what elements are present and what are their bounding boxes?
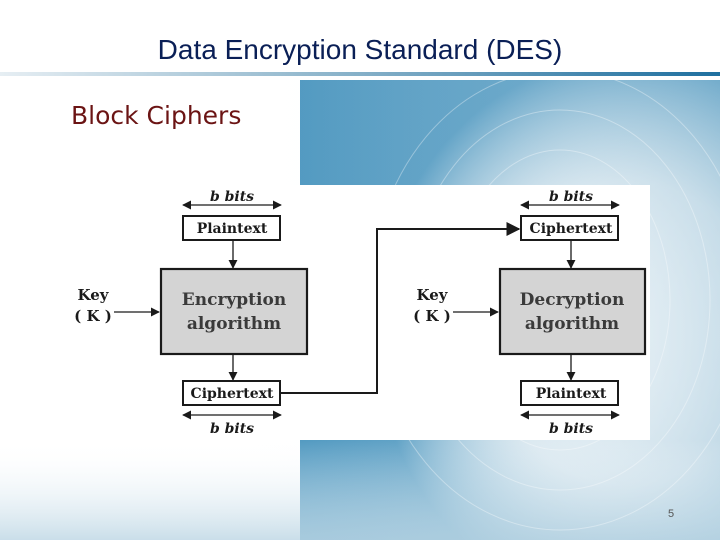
key-symbol-label: ( K ) — [413, 307, 451, 325]
title-underline — [0, 72, 720, 76]
decryption-algorithm-label-2: algorithm — [525, 314, 619, 334]
plaintext-output-box — [520, 380, 619, 406]
ciphertext-input-label: Ciphertext — [530, 221, 613, 237]
encryption-block: b bits Plaintext Encryption algorithm Ke… — [74, 189, 309, 437]
plaintext-output-label: Plaintext — [536, 386, 607, 402]
encryption-algorithm-label-2: algorithm — [187, 314, 281, 334]
encryption-algorithm-label-1: Encryption — [182, 290, 286, 310]
plaintext-input-box — [182, 215, 281, 241]
slide-title: Data Encryption Standard (DES) — [157, 34, 563, 65]
ciphertext-output-box — [182, 380, 281, 406]
decryption-block: b bits Ciphertext Decryption algorithm K… — [413, 189, 647, 437]
key-label: Key — [78, 286, 110, 304]
ciphertext-output-label: Ciphertext — [191, 386, 274, 402]
top-width-label: b bits — [210, 189, 254, 205]
key-symbol-label: ( K ) — [74, 307, 112, 325]
ciphertext-connector — [281, 222, 521, 394]
decryption-algorithm-label-1: Decryption — [520, 290, 625, 310]
key-label: Key — [417, 286, 449, 304]
top-width-label: b bits — [549, 189, 593, 205]
encryption-algorithm-box — [159, 267, 309, 356]
ciphertext-input-box — [520, 215, 619, 241]
slide-subtitle: Block Ciphers — [71, 101, 242, 130]
decryption-algorithm-box — [498, 267, 647, 356]
bottom-width-label: b bits — [210, 421, 254, 437]
bottom-width-label: b bits — [549, 421, 593, 437]
plaintext-input-label: Plaintext — [197, 221, 268, 237]
slide-number: 5 — [668, 508, 675, 520]
